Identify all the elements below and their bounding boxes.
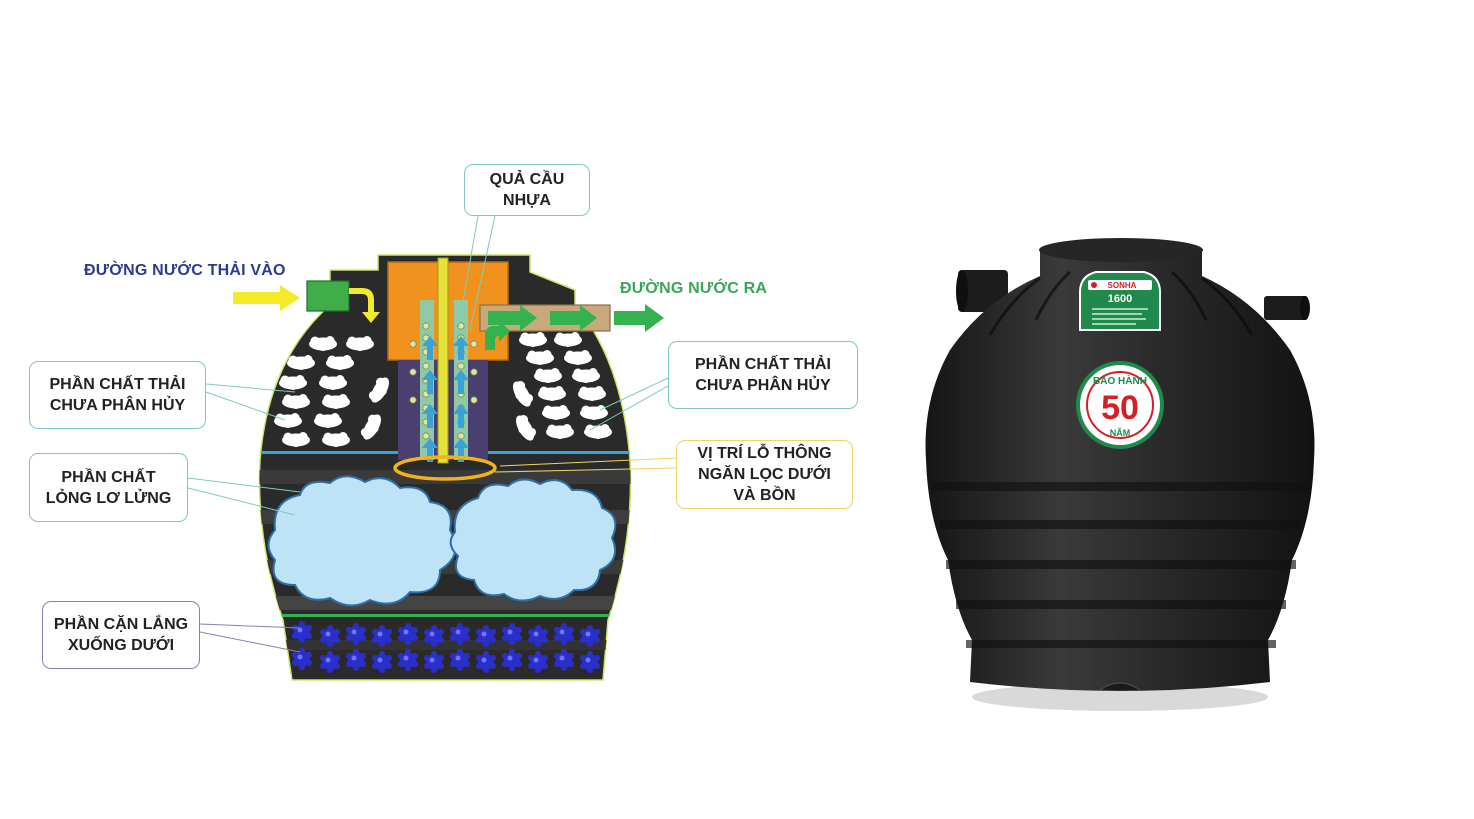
callout-line: QUẢ CẦU: [489, 171, 565, 188]
tank-cutaway: [258, 254, 632, 681]
inlet-label: ĐƯỜNG NƯỚC THẢI VÀO: [84, 262, 286, 279]
brand-name: SONHA: [1108, 281, 1137, 290]
callout-line: PHẦN CẶN LẮNG: [53, 616, 189, 633]
leader-lines: [187, 215, 677, 653]
tank-shadow: [972, 683, 1268, 711]
outlet-flow-arrow: [614, 304, 664, 332]
callout-plastic-ball: QUẢ CẦU NHỰA: [464, 164, 590, 216]
callout-line: NHỰA: [503, 192, 551, 209]
filter-flow-arrows: [422, 336, 469, 462]
callout-line: VỊ TRÍ LỖ THÔNG: [697, 445, 832, 462]
center-vent-pipe: [437, 257, 449, 464]
callout-undecomposed-left: PHẦN CHẤT THẢI CHƯA PHÂN HỦY: [29, 361, 206, 429]
model-number: 1600: [1108, 293, 1132, 305]
inlet-flow-arrow: [233, 285, 300, 311]
inlet-pipe: [306, 280, 380, 323]
callout-line: PHẦN CHẤT THẢI: [695, 356, 831, 373]
callout-line: NGĂN LỌC DƯỚI: [698, 466, 831, 483]
callout-line: PHẦN CHẤT THẢI: [49, 376, 186, 393]
outlet-pipe: [479, 304, 611, 350]
sediment-level-line: [259, 614, 631, 617]
callout-line: XUỐNG DƯỚI: [67, 637, 175, 654]
callout-line: LỎNG LƠ LỬNG: [45, 489, 172, 507]
suspended-liquid: [267, 475, 617, 607]
callout-undecomposed-right: PHẦN CHẤT THẢI CHƯA PHÂN HỦY: [668, 341, 858, 409]
vent-ring: [393, 455, 497, 481]
warranty-years: 50: [1101, 389, 1139, 427]
product-label: SONHA 1600: [1079, 271, 1161, 331]
warranty-bottom-text: NĂM: [1110, 428, 1131, 438]
tank-body: [925, 242, 1315, 691]
outlet-label: ĐƯỜNG NƯỚC RA: [620, 280, 768, 297]
callout-sediment: PHẦN CẶN LẮNG XUỐNG DƯỚI: [42, 601, 200, 669]
callout-suspended-liquid: PHẦN CHẤT LỎNG LƠ LỬNG: [29, 453, 188, 522]
product-tank: SONHA 1600 BẢO HÀNH 50 NĂM: [925, 238, 1315, 711]
outlet-stub: [1264, 296, 1308, 320]
callout-line: CHƯA PHÂN HỦY: [49, 397, 186, 414]
warranty-top-text: BẢO HÀNH: [1093, 374, 1147, 387]
callout-line: VÀ BỒN: [733, 487, 796, 504]
inlet-stub: [958, 270, 1008, 312]
callout-line: PHẦN CHẤT: [61, 468, 156, 486]
warranty-badge: BẢO HÀNH 50 NĂM: [1076, 361, 1164, 449]
callout-vent-position: VỊ TRÍ LỖ THÔNG NGĂN LỌC DƯỚI VÀ BỒN: [676, 440, 853, 509]
callout-line: CHƯA PHÂN HỦY: [695, 377, 831, 394]
